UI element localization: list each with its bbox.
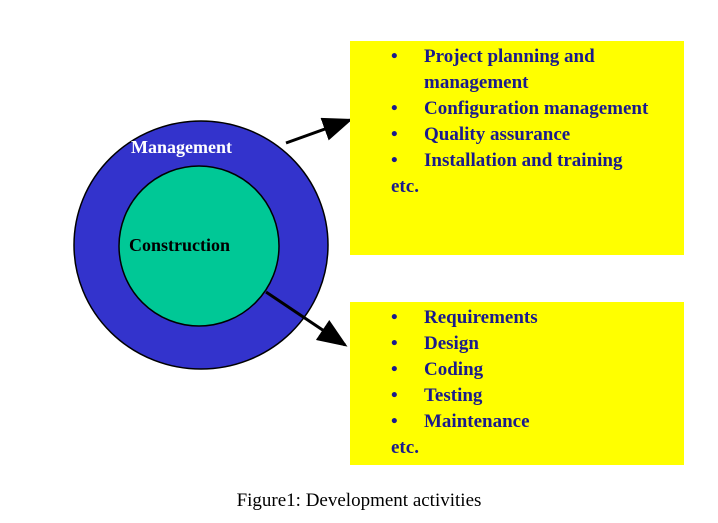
figure-caption: Figure1: Development activities <box>236 490 482 511</box>
list-item: •Requirements <box>350 305 684 331</box>
bullet-icon: • <box>391 98 398 119</box>
bullet-icon: • <box>391 46 398 67</box>
bullet-icon: • <box>391 124 398 145</box>
list-item: •Quality assurance <box>350 122 684 148</box>
construction-arrow <box>265 290 348 347</box>
construction-etc: etc. <box>391 437 419 458</box>
management-etc: etc. <box>391 176 419 197</box>
management-activities-box: •Project planning and management •Config… <box>350 41 684 255</box>
list-item: •Configuration management <box>350 96 684 122</box>
bullet-icon: • <box>391 411 398 432</box>
management-arrow <box>285 117 353 145</box>
list-item: •Installation and training <box>350 148 684 174</box>
list-item: •Coding <box>350 357 684 383</box>
bullet-icon: • <box>391 385 398 406</box>
construction-label: Construction <box>129 235 231 255</box>
list-item: •Testing <box>350 383 684 409</box>
construction-activities-box: •Requirements •Design •Coding •Testing •… <box>350 302 684 465</box>
bullet-icon: • <box>391 150 398 171</box>
management-label: Management <box>131 137 232 157</box>
list-item: •Design <box>350 331 684 357</box>
bullet-icon: • <box>391 333 398 354</box>
list-item: •Maintenance <box>350 409 684 435</box>
bullet-icon: • <box>391 359 398 380</box>
list-item: •Project planning and management <box>391 46 595 93</box>
bullet-icon: • <box>391 307 398 328</box>
construction-inner-circle <box>118 165 280 327</box>
